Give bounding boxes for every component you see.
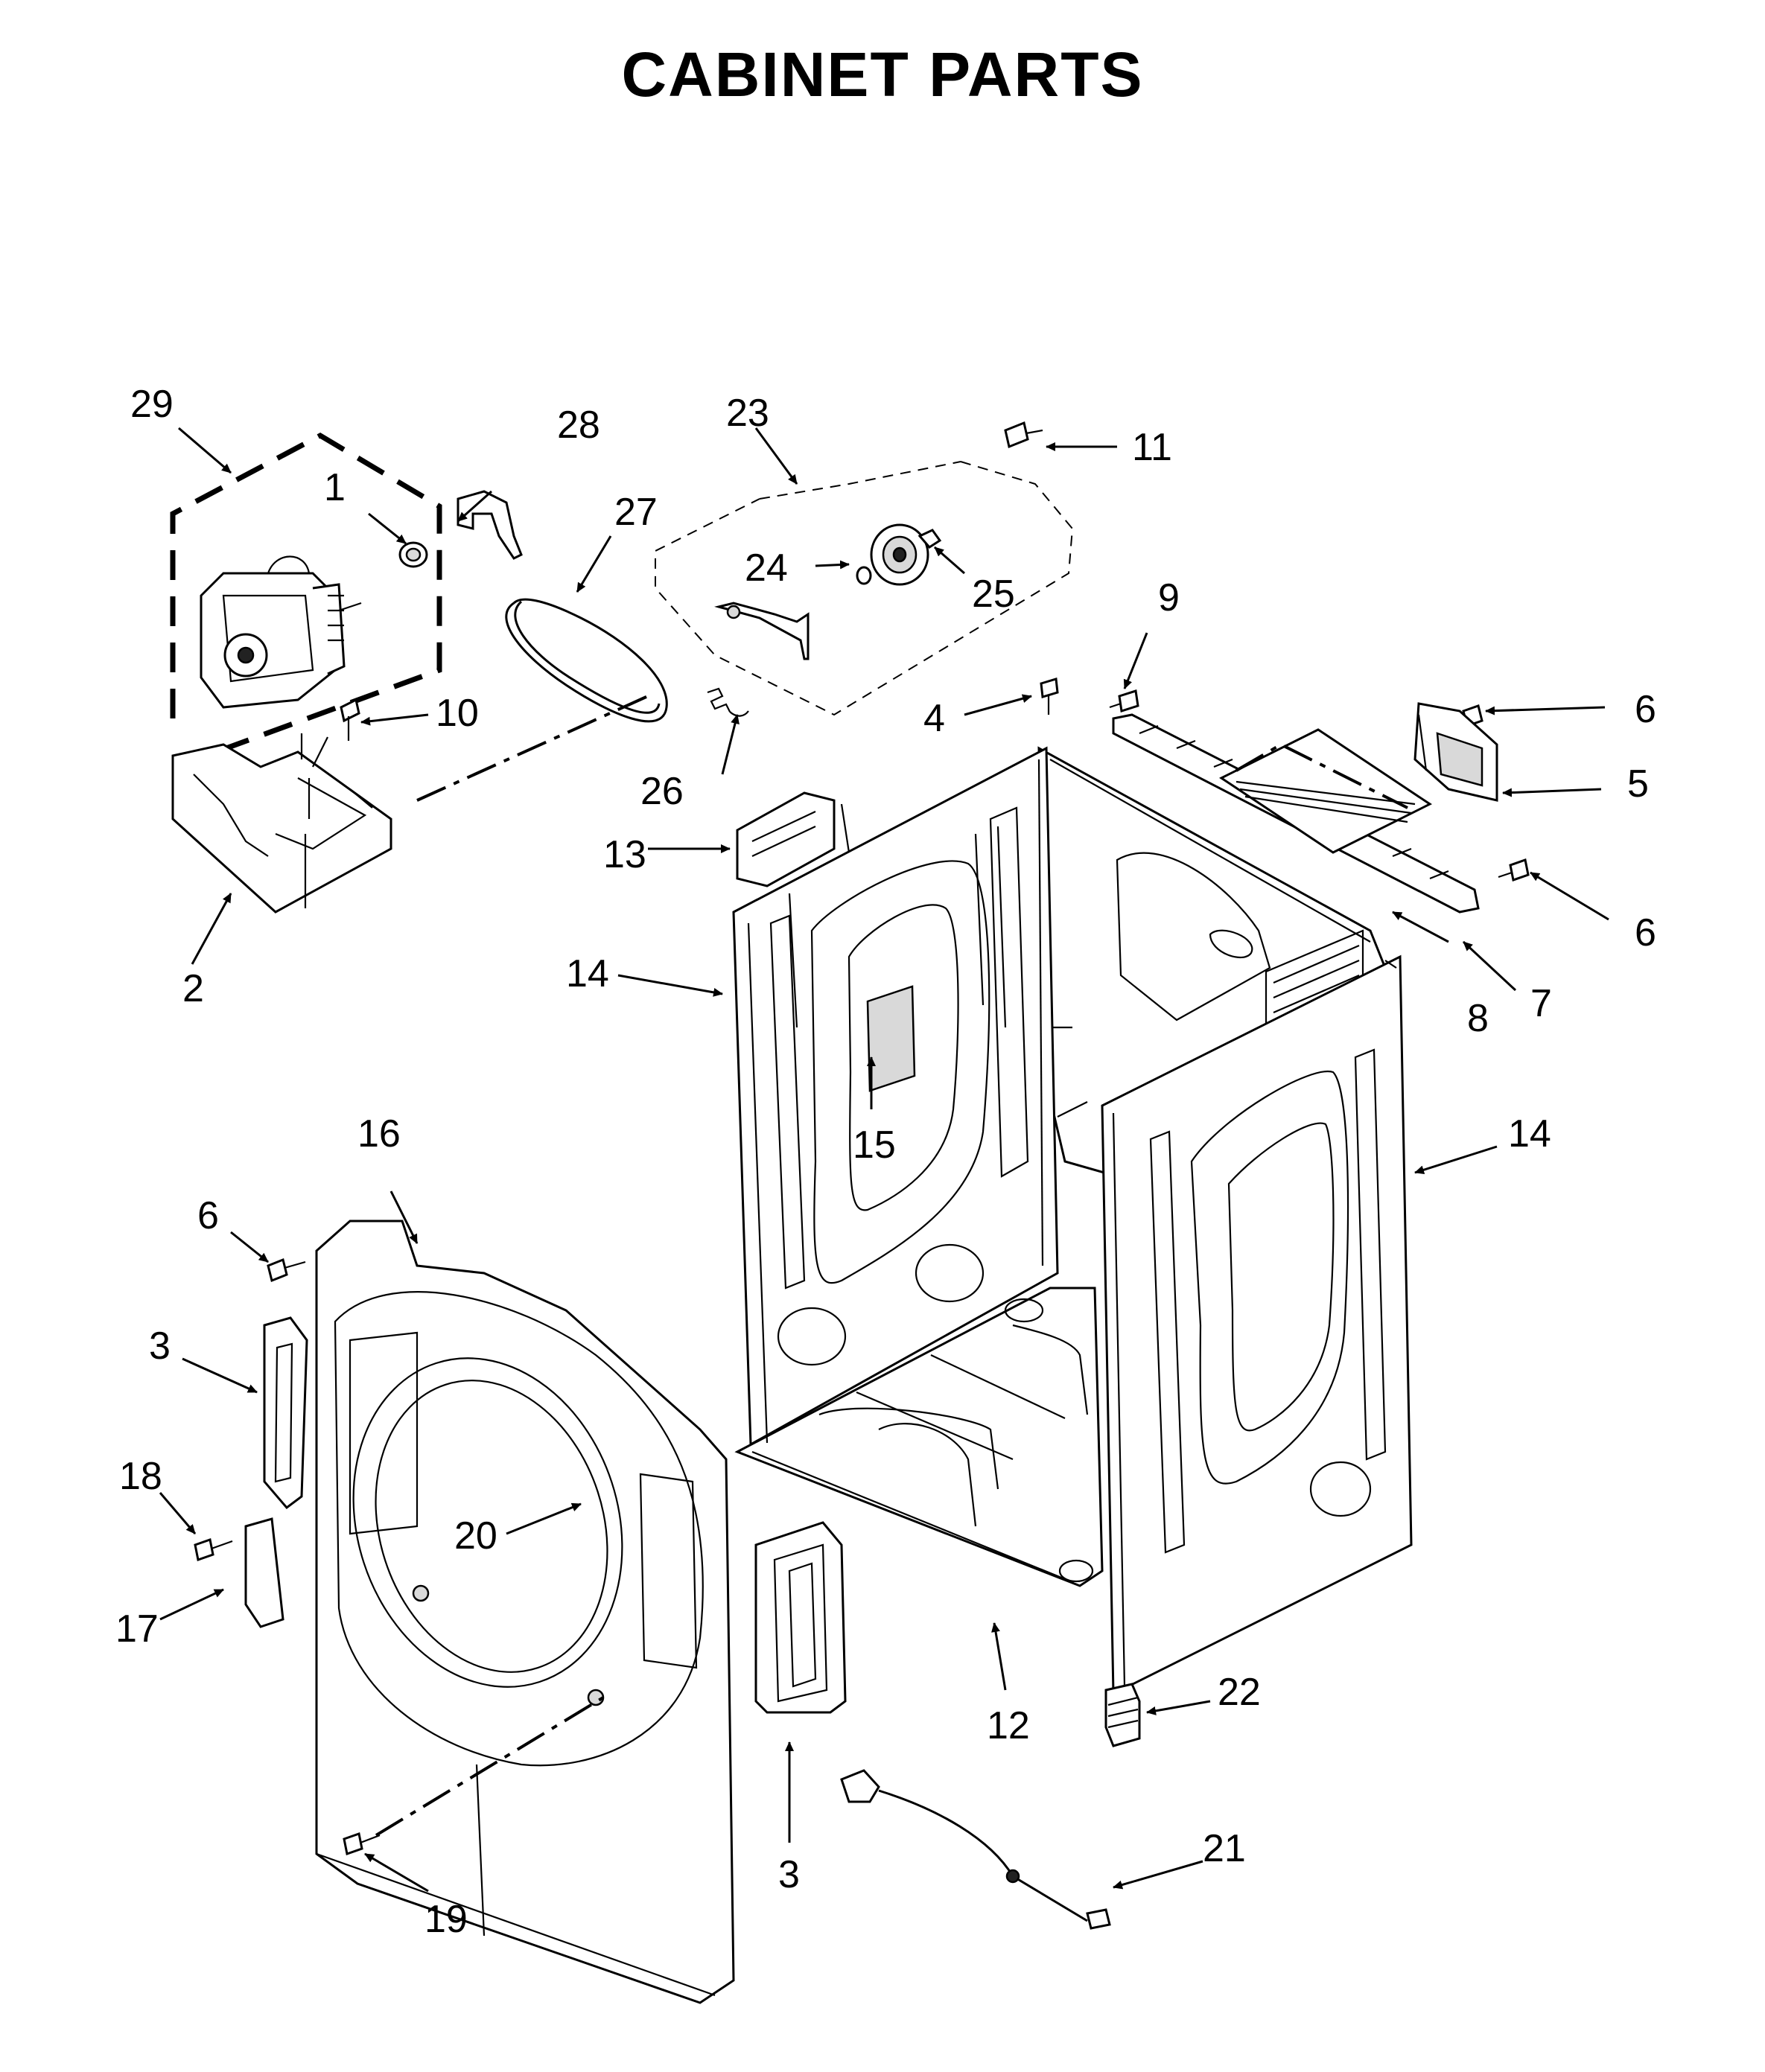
callout-6b: 6 xyxy=(1635,911,1656,954)
idler-bracket xyxy=(714,602,810,660)
callout-26: 26 xyxy=(640,770,684,813)
control-console xyxy=(736,791,850,887)
callout-5: 5 xyxy=(1627,762,1649,806)
callout-17: 17 xyxy=(115,1607,159,1651)
callout-12: 12 xyxy=(987,1704,1030,1747)
leveling-leg xyxy=(1104,1683,1141,1747)
diagram-title: CABINET PARTS xyxy=(621,39,1144,109)
cabinet-screw xyxy=(1040,678,1059,715)
callout-6c: 6 xyxy=(197,1194,219,1237)
strike-screw xyxy=(194,1538,233,1561)
callout-6a: 6 xyxy=(1635,688,1656,731)
callout-28: 28 xyxy=(557,404,600,447)
callout-15: 15 xyxy=(853,1123,896,1167)
belt-alignment-line xyxy=(416,695,649,802)
callout-14a: 14 xyxy=(566,952,609,995)
motor-bolt xyxy=(340,698,360,741)
drive-belt xyxy=(505,598,668,723)
callout-9: 9 xyxy=(1158,576,1180,619)
top-screw xyxy=(1004,421,1043,449)
callout-23: 23 xyxy=(726,392,769,435)
callout-11: 11 xyxy=(1132,426,1172,469)
callout-27: 27 xyxy=(614,491,658,534)
callout-29: 29 xyxy=(130,383,174,426)
callout-3a: 3 xyxy=(149,1325,171,1368)
idler-clip xyxy=(918,529,942,549)
callout-7: 7 xyxy=(1530,982,1552,1025)
idler-spring xyxy=(707,687,749,717)
motor-mount xyxy=(171,733,392,914)
rear-panel-screw xyxy=(1109,689,1139,713)
callout-10: 10 xyxy=(436,692,479,735)
motor-assembly-outline xyxy=(170,432,442,755)
callout-4: 4 xyxy=(923,697,945,740)
callout-22: 22 xyxy=(1218,1671,1261,1714)
callout-1: 1 xyxy=(324,466,346,509)
control-alignment-line xyxy=(1235,742,1408,809)
callout-21: 21 xyxy=(1203,1827,1246,1870)
panel-bottom-screw xyxy=(343,1832,381,1855)
callout-arrows xyxy=(159,427,1609,1893)
callout-labels: 29 1 28 27 23 11 24 25 9 4 10 26 6 5 6 7… xyxy=(115,383,1656,1941)
callout-18: 18 xyxy=(119,1455,162,1498)
callout-16: 16 xyxy=(357,1112,401,1155)
control-board xyxy=(1413,702,1498,802)
wire-harness xyxy=(840,1769,1111,1930)
cabinet-side-panel-left xyxy=(732,746,1059,1447)
motor-clip xyxy=(457,490,523,560)
callout-13: 13 xyxy=(603,833,646,876)
idler-washer xyxy=(856,566,872,585)
callout-24: 24 xyxy=(745,546,788,590)
front-screw xyxy=(267,1257,306,1283)
callout-2: 2 xyxy=(182,967,204,1010)
panel-alignment-line xyxy=(375,1696,605,1837)
cabinet-base xyxy=(734,1287,1104,1587)
drive-motor xyxy=(200,555,362,709)
idler-assembly-outline xyxy=(655,461,1074,716)
door-strike xyxy=(244,1517,284,1628)
cabinet-side-panel-right xyxy=(1101,954,1413,1696)
callout-20: 20 xyxy=(454,1514,497,1558)
callout-8: 8 xyxy=(1467,997,1489,1040)
motor-pulley xyxy=(398,541,428,568)
callout-19: 19 xyxy=(424,1898,468,1941)
hinge-right xyxy=(754,1521,847,1714)
callout-3b: 3 xyxy=(778,1853,800,1896)
front-panel xyxy=(315,1220,735,2004)
idler-pulley xyxy=(870,523,929,586)
control-channel xyxy=(1219,728,1432,854)
hinge-left xyxy=(263,1316,308,1510)
control-screw-lower xyxy=(1498,858,1530,882)
callout-14b: 14 xyxy=(1508,1112,1551,1155)
callout-25: 25 xyxy=(972,573,1015,616)
